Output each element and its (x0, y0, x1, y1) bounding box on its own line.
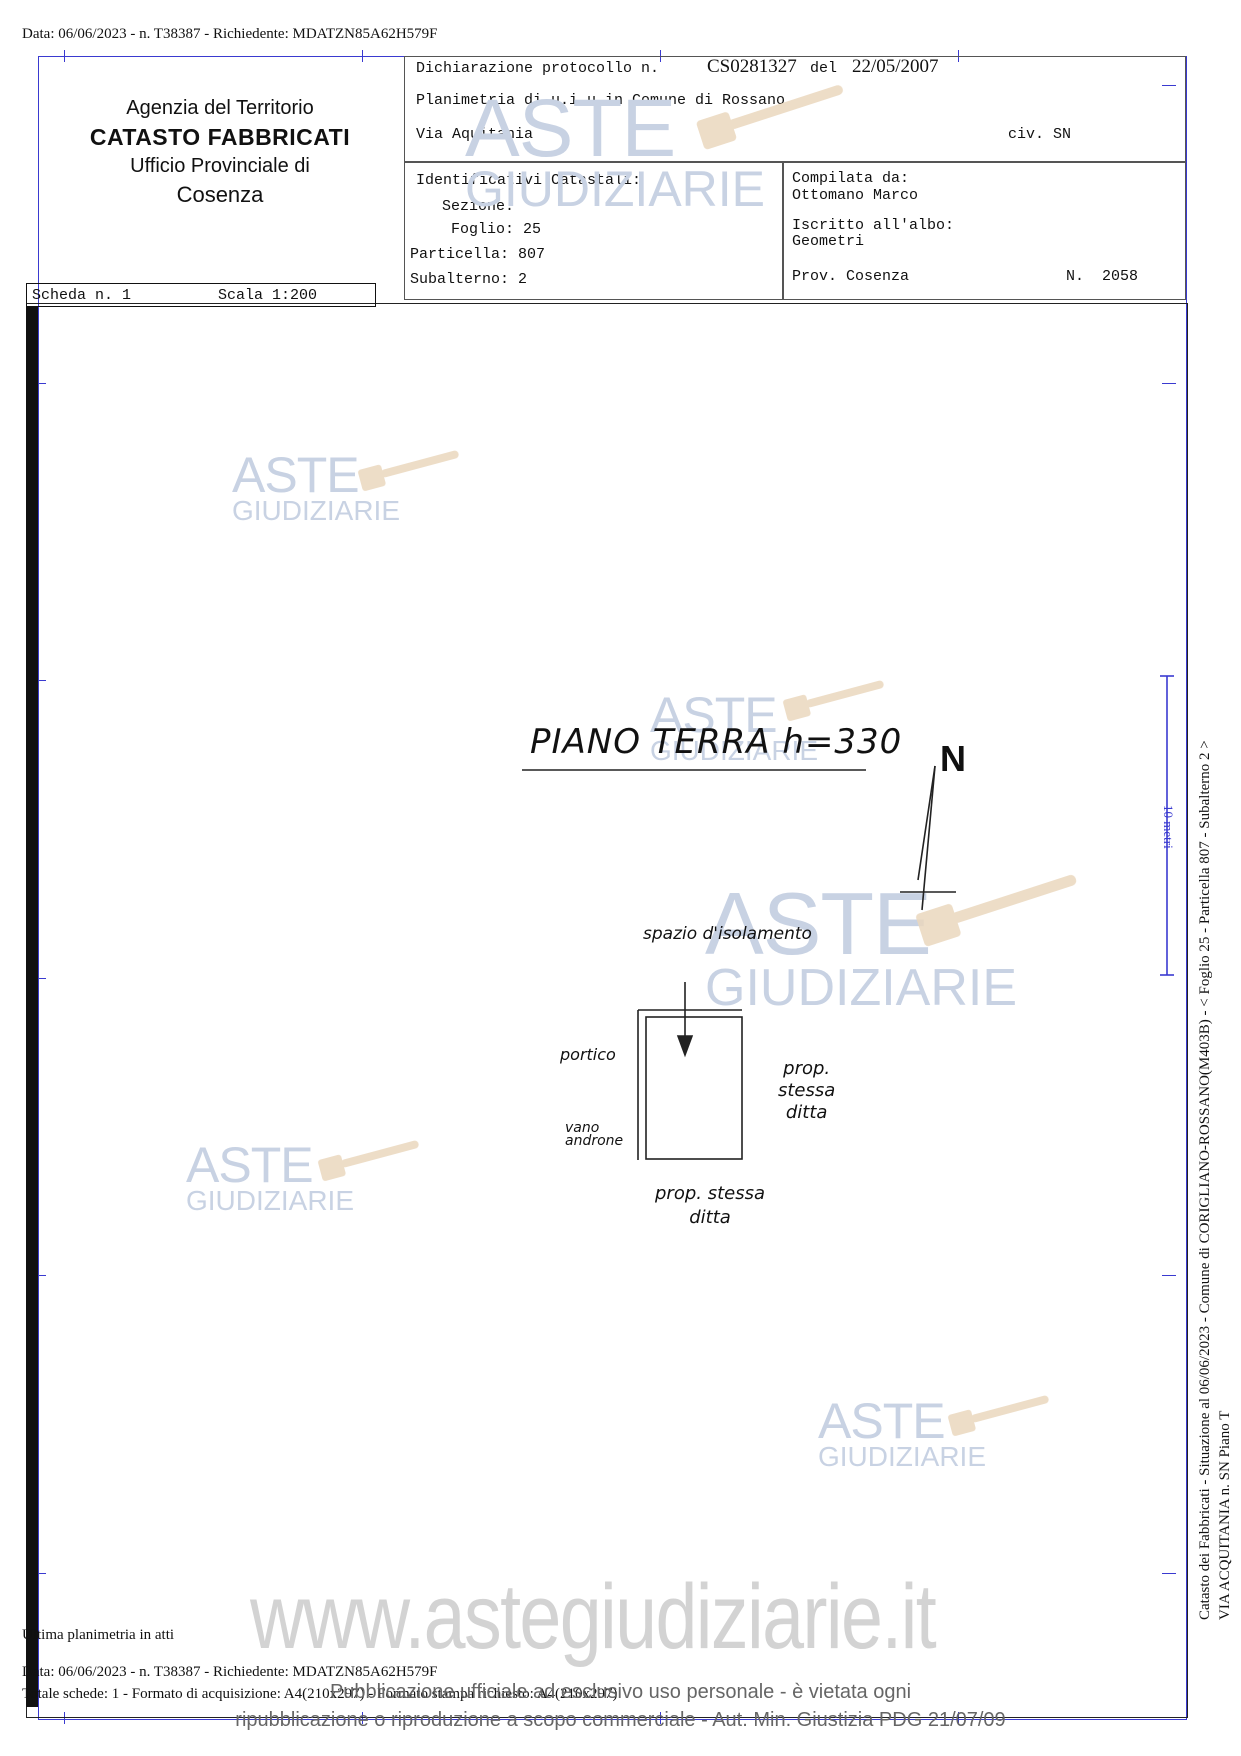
compilata-label: Compilata da: (792, 170, 910, 187)
identificativi-box (404, 161, 784, 300)
gavel-icon (783, 680, 884, 721)
north-arrow-edge (917, 765, 936, 881)
gavel-icon (916, 874, 1077, 947)
side-line-1: Catasto dei Fabbricati - Situazione al 0… (1197, 740, 1213, 1620)
watermark-logo: ASTE GIUDIZIARIE (465, 83, 766, 217)
building-outline (645, 1016, 743, 1160)
particella-field: Particella: 807 (410, 246, 546, 263)
scan-binding-bar (26, 307, 38, 1707)
gavel-icon (358, 450, 459, 491)
frame-tick (32, 978, 46, 979)
planimetria-line: Planimetria di u.i.u.in Comune di Rossan… (416, 92, 786, 109)
protocol-date: 22/05/2007 (852, 56, 939, 77)
ufficio-label: Ufficio Provinciale di (130, 155, 310, 178)
site-watermark: www.astegiudiziarie.it (250, 1566, 937, 1668)
watermark-logo: ASTE GIUDIZIARIE (650, 687, 819, 766)
north-label: N (940, 738, 966, 779)
scale-bar-label: 10 metri (1161, 805, 1176, 849)
subalterno-field: Subalterno: 2 (410, 271, 528, 288)
portico-label: portico (560, 1045, 616, 1064)
prov-field: Prov. Cosenza (792, 268, 910, 285)
isolation-arrow-head (676, 1035, 694, 1058)
floor-title: PIANO TERRA h=330 (530, 722, 903, 762)
side-cadastral-text: Catasto dei Fabbricati - Situazione al 0… (1195, 600, 1235, 1620)
via-line: Via Aquitania (416, 126, 534, 143)
ultima-planimetria: Ultima planimetria in atti (22, 1627, 175, 1643)
side-line-2: VIA ACQUITANIA n. SN Piano T (1217, 1410, 1233, 1620)
frame-tick (32, 680, 46, 681)
foglio-field: Foglio: 25 (451, 221, 542, 238)
catasto-title: CATASTO FABBRICATI (89, 124, 351, 150)
frame-tick (1162, 383, 1176, 384)
footer-request-line: Data: 06/06/2023 - n. T38387 - Richieden… (22, 1664, 438, 1680)
compilata-box (782, 161, 1186, 300)
agency-name: Agenzia del Territorio (126, 97, 314, 119)
scheda-scale: Scala 1:200 (218, 287, 318, 304)
gavel-icon (696, 85, 843, 150)
vano-label: vano androne (565, 1120, 624, 1149)
frame-tick (32, 1275, 46, 1276)
gavel-icon (948, 1395, 1049, 1436)
declaration-box (404, 56, 1186, 163)
ufficio-city: Cosenza (176, 182, 264, 208)
declaration-label: Dichiarazione protocollo n. (416, 60, 660, 77)
watermark-logo: ASTE GIUDIZIARIE (186, 1137, 355, 1216)
albo-number: N. 2058 (1066, 268, 1139, 285)
frame-tick (362, 50, 363, 62)
scheda-number: Scheda n. 1 (32, 287, 132, 304)
watermark-logo: ASTE GIUDIZIARIE (818, 1393, 987, 1472)
frame-tick (64, 50, 65, 62)
identificativi-title: Identificativi Catastali: (416, 172, 642, 189)
frame-tick (64, 1712, 65, 1724)
header-request-line: Data: 06/06/2023 - n. T38387 - Richieden… (22, 26, 438, 42)
civ-line: civ. SN (1008, 126, 1072, 143)
frame-tick (660, 1712, 661, 1724)
spazio-label: spazio d'isolamento (643, 924, 812, 944)
frame-tick (1162, 85, 1176, 86)
scheda-box (26, 283, 376, 307)
publication-notice: Pubblicazione ufficiale ad esclusivo uso… (235, 1681, 1006, 1731)
del-label: del (810, 60, 838, 77)
frame-tick (1162, 1573, 1176, 1574)
frame-tick (362, 1712, 363, 1724)
footer-totale-schede: Totale schede: 1 - Formato di acquisizio… (22, 1686, 618, 1702)
compilata-name: Ottomano Marco (792, 187, 919, 204)
frame-tick (958, 1712, 959, 1724)
watermark-logo: ASTE GIUDIZIARIE (232, 447, 401, 526)
north-arrow-shaft (921, 765, 936, 911)
protocol-number: CS0281327 (707, 56, 797, 77)
gavel-icon (318, 1140, 419, 1181)
albo-value: Geometri (792, 233, 865, 250)
prop-right-label: prop. stessa ditta (778, 1058, 836, 1123)
agency-block: Agenzia del Territorio CATASTO FABBRICAT… (70, 95, 370, 210)
frame-tick (32, 1573, 46, 1574)
frame-tick (1162, 1275, 1176, 1276)
sezione-field: Sezione: (442, 198, 515, 215)
prop-bottom-label: prop. stessa ditta (655, 1183, 766, 1228)
frame-tick (32, 383, 46, 384)
watermark-logo: ASTE GIUDIZIARIE (705, 874, 1018, 1017)
albo-label: Iscritto all'albo: (792, 217, 955, 234)
